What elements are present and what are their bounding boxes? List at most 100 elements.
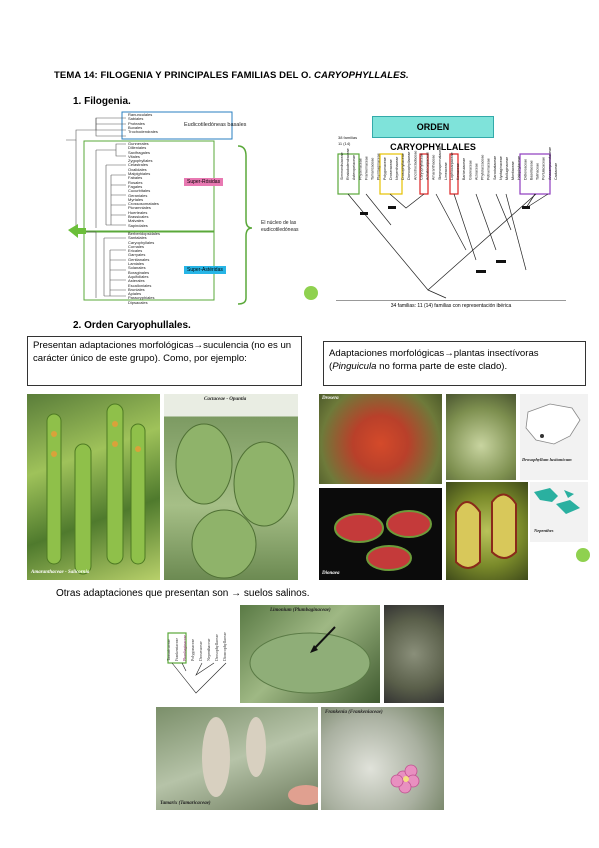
succulence-box: Presentan adaptaciones morfológicas→sucu…	[27, 336, 302, 386]
order-taxon-label: Petiveriaceae	[487, 158, 491, 180]
label-basal-eudicots: Eudicotiledóneas basales	[184, 122, 247, 128]
taxon: Sabiales	[128, 116, 144, 122]
title-italic: CARYOPHYLLALES.	[314, 70, 409, 81]
order-taxon-label: Halophytaceae	[517, 156, 521, 180]
tamarix-shapes	[202, 717, 318, 805]
order-taxon-label: Stegnospermataceae	[438, 146, 442, 180]
caption-salicornia: Amaranthaceae - Salicornia	[31, 570, 90, 575]
order-taxon-label: Lophiocarpaceae	[450, 152, 454, 180]
taxon: Celastrales	[128, 162, 149, 168]
mini-taxon-label: Droseraceae	[198, 641, 203, 661]
caption-nepenthes: Nepenthes	[534, 528, 554, 533]
taxon: Bruniales	[128, 286, 145, 292]
iberia-map: Drosophyllum lusitanicum	[520, 394, 588, 480]
dionaea-shapes	[334, 510, 432, 571]
order-taxon-label: Gisekiaceae	[468, 160, 472, 180]
taxon: Saxifragales	[128, 149, 151, 155]
mini-taxon-label: Polygonaceae	[190, 639, 195, 661]
mini-taxon-label: Plumbaginaceae	[182, 635, 187, 661]
order-taxon-label: Plumbaginaceae	[377, 153, 381, 180]
order-taxon-label: Aizoaceae	[474, 163, 478, 180]
caption-limonium: Limonium (Plumbaginaceae)	[270, 608, 331, 613]
right-arrow-icon	[311, 626, 336, 652]
order-taxon-label: Nepenthaceae	[395, 157, 399, 180]
taxon: Crossosomatales	[128, 201, 159, 207]
caryophyllales-order-figure: ORDEN CARYOPHYLLALES 38 familias 11 (14)	[336, 110, 566, 320]
order-note-1: 38 familias	[338, 135, 358, 140]
taxon: Myrtales	[128, 196, 144, 202]
taxa-rosids-list: Gunnerales Dilleniales Saxifragales Vita…	[128, 141, 159, 228]
taxon: Trochodendrales	[128, 129, 158, 135]
eudicot-tree-lines	[66, 111, 253, 305]
order-tree-lines	[337, 153, 551, 299]
taxa-asterids-list: Berberidopsidales Santalales Caryophylla…	[128, 231, 161, 305]
nepenthes-shapes	[455, 493, 517, 569]
tamarix-photo: Tamarix (Tamaricaceae)	[156, 707, 318, 810]
order-taxon-label: Rhabdodendraceae	[346, 148, 350, 180]
nepenthes-map: Nepenthes	[530, 482, 588, 542]
taxon: Lamiales	[128, 261, 145, 267]
order-taxon-label: Tamaricaceae	[371, 158, 375, 180]
order-taxon-label: Talinaceae	[536, 163, 540, 180]
drosera-photo: Drosera	[319, 394, 442, 484]
green-dot-icon	[304, 286, 318, 300]
limonium-habitat-photo	[384, 605, 444, 703]
order-taxon-label: Cactaceae	[554, 163, 558, 180]
taxon: Dipsacales	[128, 299, 148, 305]
green-dot-icon	[576, 548, 590, 562]
taxon: Oxalidales	[128, 166, 147, 172]
mini-tree-lines	[167, 632, 227, 694]
box2-text-a: Adaptaciones morfológicas→plantas insect…	[329, 348, 539, 372]
order-taxon-label: Portulacaceae	[542, 157, 546, 180]
taxon: Vitales	[128, 153, 140, 159]
taxon: Santalales	[128, 235, 147, 241]
taxon: Ericales	[128, 248, 143, 254]
taxon: Ranunculales	[128, 112, 153, 117]
order-taxon-label: Amaranthaceae	[432, 155, 436, 180]
salicornia-photo: Amaranthaceae - Salicornia	[27, 394, 160, 580]
mini-taxon-label: Nepenthaceae	[206, 638, 211, 661]
nepenthes-map-shape	[534, 488, 580, 514]
title-prefix: TEMA 14: FILOGENIA Y PRINCIPALES FAMILIA…	[54, 70, 315, 81]
dionaea-photo: Dionaea	[319, 488, 442, 580]
order-taxon-label: Barbeuiaceae	[462, 158, 466, 180]
order-taxon-label: Drosophyllaceae	[401, 153, 405, 180]
order-taxon-label: Asteropeiaceae	[352, 155, 356, 180]
taxon: Buxales	[128, 124, 143, 130]
limonium-photo: Limonium (Plumbaginaceae)	[240, 605, 380, 703]
eudicot-tree-figure: Eudicotiledóneas basales Super-Rósidas S…	[56, 110, 316, 305]
taxon: Asterales	[128, 278, 145, 284]
label-nucleo-1: El núcleo de las	[261, 220, 297, 226]
mini-taxon-label: Drosophyllaceae	[214, 634, 219, 661]
order-taxon-label: Frankeniaceae	[364, 156, 368, 180]
taxon: Malpighiales	[128, 171, 151, 177]
salicornia-shapes	[46, 403, 146, 575]
order-taxon-label: Ancistrocladaceae	[413, 151, 417, 180]
order-taxon-label: Molluginaceae	[505, 157, 509, 180]
drosophyllum-photo	[446, 394, 516, 480]
green-arrow-icon	[68, 224, 86, 238]
taxon: Boraginales	[128, 269, 150, 275]
taxon: Aquifoliales	[128, 273, 149, 279]
salt-soils-text: Otras adaptaciones que presentan son → s…	[56, 588, 310, 599]
taxon: Zygophyllales	[128, 158, 153, 164]
frankenia-shapes	[390, 764, 420, 794]
order-taxon-label: Anacampserotaceae	[548, 147, 552, 180]
label-nucleo-2: eudicotiledóneas	[261, 227, 299, 233]
caption-tamarix: Tamarix (Tamaricaceae)	[160, 801, 211, 806]
taxon: Cornales	[128, 243, 145, 249]
taxon: Proteales	[128, 120, 145, 126]
taxon: Rosales	[128, 179, 143, 185]
order-taxon-label: Kewaceae	[456, 163, 460, 180]
box2-italic: Pinguicula	[332, 360, 377, 372]
frankenia-photo: Frankenia (Frankeniaceae)	[321, 707, 444, 810]
order-taxon-label: Sarcobataceae	[493, 156, 497, 180]
mini-taxon-label: Frankeniaceae	[174, 638, 179, 661]
tag-super-rosidae: Super-Rósidas	[184, 178, 224, 186]
caption-drosophyllum: Drosophyllum lusitanicum	[522, 457, 572, 462]
taxon: Berberidopsidales	[128, 231, 161, 236]
